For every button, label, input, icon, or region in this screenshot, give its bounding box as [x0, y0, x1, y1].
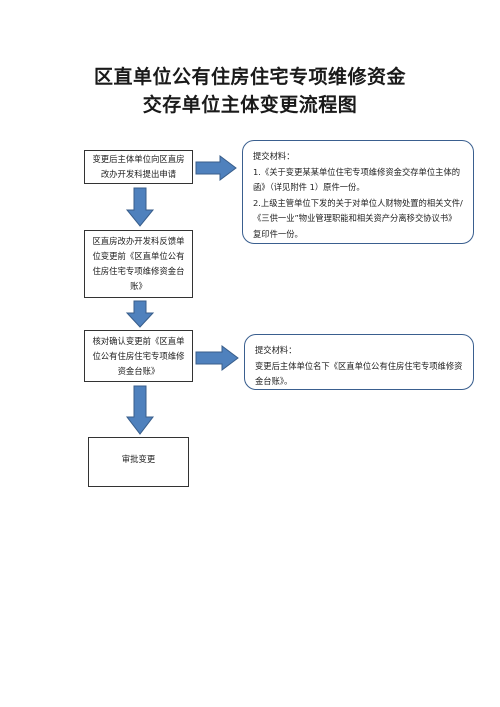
step-text: 变更后主体单位向区直房改办开发科提出申请: [92, 154, 185, 179]
down-arrow-icon: [125, 300, 155, 328]
step-box-confirm-ledger: 核对确认变更前《区直单位公有住房住宅专项维修资金台账》: [84, 330, 193, 382]
step-box-approve-change: 审批变更: [88, 437, 189, 487]
step-text: 区直房改办开发科反馈单位变更前《区直单位公有住房住宅专项维修资金台账》: [92, 236, 185, 291]
down-arrow-icon: [125, 385, 155, 435]
right-arrow-icon: [195, 155, 237, 181]
right-arrow-icon: [195, 345, 239, 371]
diagram-title-line2: 交存单位主体变更流程图: [142, 94, 358, 116]
note-box-materials-1: 提交材料： 1.《关于变更某某单位住宅专项维修资金交存单位主体的函》（详见附件 …: [242, 140, 474, 244]
down-arrow-icon: [125, 187, 155, 227]
note-box-materials-2: 提交材料： 变更后主体单位名下《区直单位公有住房住宅专项维修资金台账》。: [244, 334, 474, 390]
step-text: 审批变更: [121, 454, 156, 464]
note-heading: 提交材料：: [255, 345, 297, 355]
note-item: 1.《关于变更某某单位住宅专项维修资金交存单位主体的函》（详见附件 1）原件一份…: [253, 166, 461, 193]
note-heading: 提交材料：: [253, 151, 295, 161]
step-text: 核对确认变更前《区直单位公有住房住宅专项维修资金台账》: [92, 335, 185, 376]
note-item: 2.上级主管单位下发的关于对单位人财物处置的相关文件/《三供一业”物业管理职能和…: [253, 197, 463, 239]
step-box-submit-application: 变更后主体单位向区直房改办开发科提出申请: [84, 150, 193, 184]
diagram-title-line1: 区直单位公有住房住宅专项维修资金: [93, 66, 406, 88]
note-item: 变更后主体单位名下《区直单位公有住房住宅专项维修资金台账》。: [255, 360, 463, 387]
step-box-feedback-ledger: 区直房改办开发科反馈单位变更前《区直单位公有住房住宅专项维修资金台账》: [84, 230, 193, 298]
